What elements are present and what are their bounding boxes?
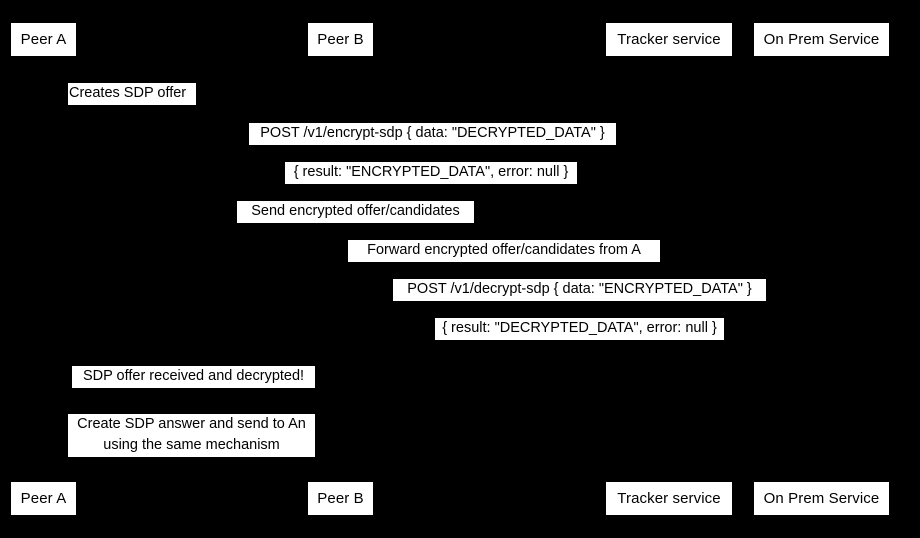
participant-head-peer-a[interactable]: Peer A xyxy=(10,22,77,57)
message-label-create-sdp-answer-line2: using the same mechanism xyxy=(103,437,280,453)
participant-head-tracker-service[interactable]: Tracker service xyxy=(605,22,733,57)
participant-foot-tracker-service-label: Tracker service xyxy=(617,490,721,507)
participant-head-peer-b[interactable]: Peer B xyxy=(307,22,374,57)
participant-foot-tracker-service[interactable]: Tracker service xyxy=(605,481,733,516)
lifeline-on-prem-service xyxy=(821,57,822,481)
participant-head-on-prem-service[interactable]: On Prem Service xyxy=(753,22,890,57)
message-label-encrypt-sdp-request: POST /v1/encrypt-sdp { data: "DECRYPTED_… xyxy=(249,123,616,145)
participant-foot-peer-b-label: Peer B xyxy=(317,490,364,507)
message-label-send-encrypted-offer: Send encrypted offer/candidates xyxy=(237,201,474,223)
message-label-decrypt-sdp-response: { result: "DECRYPTED_DATA", error: null … xyxy=(435,318,724,340)
lifeline-peer-a xyxy=(43,57,44,481)
message-label-create-sdp-answer: Create SDP answer and send to An using t… xyxy=(68,414,315,457)
participant-foot-peer-a[interactable]: Peer A xyxy=(10,481,77,516)
lifeline-peer-b xyxy=(340,57,341,481)
participant-head-on-prem-service-label: On Prem Service xyxy=(763,31,880,48)
lifeline-tracker-service xyxy=(668,57,669,481)
message-label-create-sdp-answer-line1: Create SDP answer and send to An xyxy=(77,416,306,432)
participant-head-peer-a-label: Peer A xyxy=(20,31,67,48)
message-label-forward-encrypted-offer: Forward encrypted offer/candidates from … xyxy=(348,240,660,262)
message-label-encrypt-sdp-response: { result: "ENCRYPTED_DATA", error: null … xyxy=(285,162,577,184)
participant-foot-peer-b[interactable]: Peer B xyxy=(307,481,374,516)
participant-foot-on-prem-service-label: On Prem Service xyxy=(763,490,880,507)
message-label-sdp-offer-received: SDP offer received and decrypted! xyxy=(72,366,315,388)
participant-foot-on-prem-service[interactable]: On Prem Service xyxy=(753,481,890,516)
participant-head-peer-b-label: Peer B xyxy=(317,31,364,48)
message-label-creates-sdp-offer: Creates SDP offer xyxy=(68,83,196,105)
message-label-decrypt-sdp-request: POST /v1/decrypt-sdp { data: "ENCRYPTED_… xyxy=(393,279,766,301)
participant-head-tracker-service-label: Tracker service xyxy=(617,31,721,48)
participant-foot-peer-a-label: Peer A xyxy=(20,490,67,507)
